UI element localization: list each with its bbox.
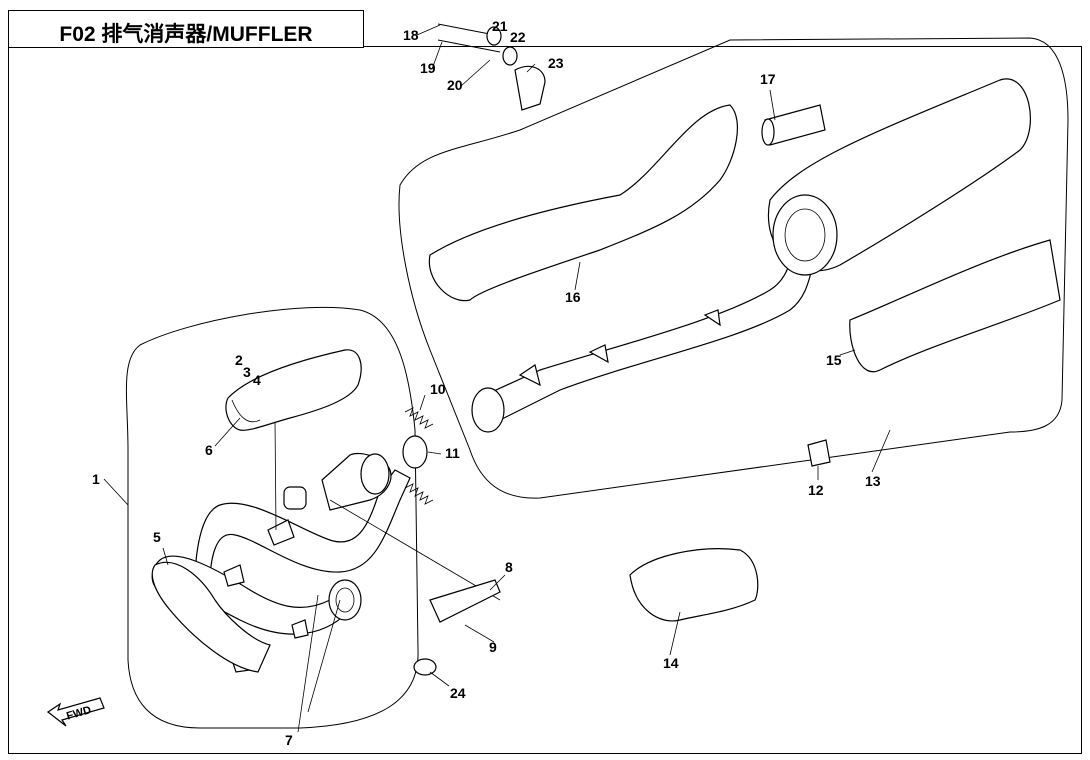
callout-2: 2 — [235, 352, 243, 368]
tailpipe-17 — [764, 104, 826, 146]
title-box: F02 排气消声器/MUFFLER — [8, 10, 364, 48]
mount-hardware-18-23 — [437, 23, 546, 111]
callout-12: 12 — [808, 482, 824, 498]
callout-10: 10 — [430, 381, 446, 397]
callout-13: 13 — [865, 473, 881, 489]
callout-21: 21 — [492, 18, 508, 34]
callout-5: 5 — [153, 529, 161, 545]
callout-9: 9 — [489, 639, 497, 655]
callout-15: 15 — [826, 352, 842, 368]
group-outline-13 — [398, 37, 1069, 499]
callout-16: 16 — [565, 289, 581, 305]
callout-3: 3 — [243, 364, 251, 380]
callout-6: 6 — [205, 442, 213, 458]
gasket-24 — [413, 658, 437, 676]
grommet-12 — [807, 439, 831, 467]
callout-18: 18 — [403, 27, 419, 43]
callout-8: 8 — [505, 559, 513, 575]
page-title: F02 排气消声器/MUFFLER — [59, 23, 313, 46]
callout-22: 22 — [510, 29, 526, 45]
callout-labels: 1 2 3 4 5 6 7 8 9 10 11 12 13 14 15 16 1… — [92, 18, 881, 748]
bracket-8 — [429, 579, 501, 623]
callout-19: 19 — [420, 60, 436, 76]
tailpipe-17-end — [761, 118, 775, 146]
callout-20: 20 — [447, 77, 463, 93]
heat-shield-15 — [849, 239, 1061, 373]
fwd-arrow: FWD — [46, 697, 105, 727]
heat-shield-16 — [428, 104, 738, 302]
heat-shield-6 — [225, 349, 362, 431]
gasket-11 — [402, 435, 428, 469]
callout-4: 4 — [253, 372, 261, 388]
muffler-body — [767, 78, 1031, 276]
callout-7: 7 — [285, 732, 293, 748]
diagram-frame — [8, 46, 1082, 754]
group-outline-1 — [125, 306, 419, 729]
callout-23: 23 — [548, 55, 564, 71]
springs-10 — [404, 407, 434, 505]
callout-17: 17 — [760, 71, 776, 87]
callout-11: 11 — [445, 445, 460, 461]
callout-1: 1 — [92, 471, 100, 487]
callout-24: 24 — [450, 685, 466, 701]
callout-14: 14 — [663, 655, 679, 671]
heat-shield-14 — [629, 548, 759, 622]
leader-lines — [103, 24, 891, 733]
lower-shield-5 — [151, 561, 271, 673]
